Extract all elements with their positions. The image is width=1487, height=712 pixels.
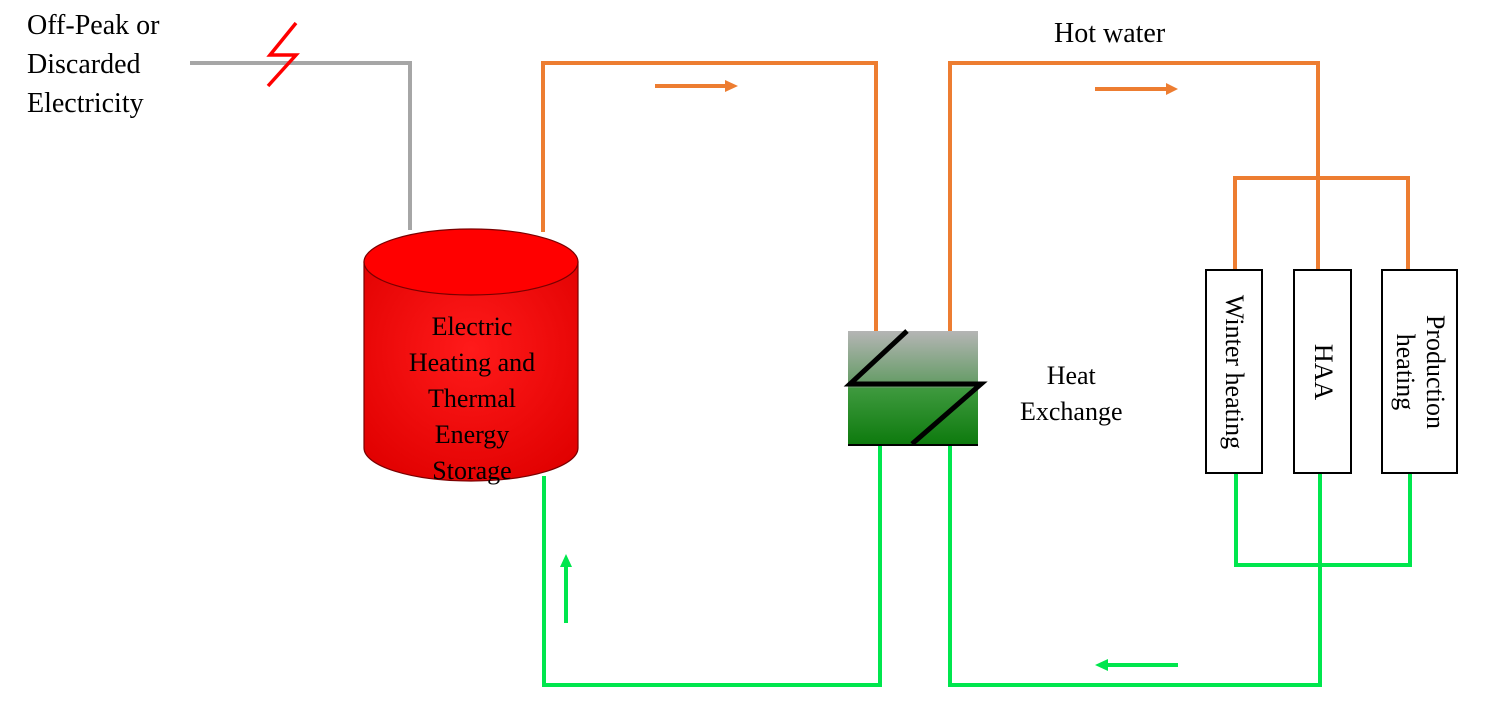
electricity-source-label: Off-Peak or Discarded Electricity: [27, 6, 159, 123]
electric-supply-line: [190, 61, 412, 230]
heat-exchanger-label: Heat Exchange: [1020, 358, 1123, 430]
consumer-label: Winter heating: [1220, 294, 1249, 449]
tank-label: Electric Heating and Thermal Energy Stor…: [392, 309, 552, 489]
consumer-label: Production heating: [1390, 314, 1450, 429]
cold-return-line-right: [948, 446, 1322, 687]
heat-exchanger: [843, 329, 988, 446]
flow-arrow-up-icon: [560, 554, 572, 623]
tank-label-line: Electric: [431, 312, 513, 341]
source-label-line: Discarded: [27, 49, 141, 80]
hot-water-label: Hot water: [1054, 18, 1166, 49]
thermal-storage-tank: [363, 228, 579, 482]
heat-exchanger-label-line: Heat: [1046, 361, 1096, 390]
tank-label-line: Storage: [432, 456, 512, 485]
hot-line-exchanger-to-consumers: [948, 61, 1320, 332]
tank-label-line: Energy: [434, 420, 510, 449]
tank-label-line: Thermal: [427, 384, 517, 413]
hot-water-flow-arrow-icon: [1095, 83, 1178, 95]
cold-branch-line: [1234, 474, 1412, 567]
consumer-production-heating: Production heating: [1381, 269, 1458, 474]
flow-arrow-left-icon: [1095, 659, 1178, 671]
hot-line-tank-to-exchanger: [541, 61, 878, 332]
hot-branch-line: [1233, 176, 1410, 270]
consumer-label: HAA: [1308, 343, 1338, 400]
flow-arrow-right-icon: [655, 80, 738, 92]
consumer-haa: HAA: [1293, 269, 1352, 474]
cold-return-line-left: [542, 446, 882, 687]
tank-label-line: Heating and: [408, 348, 536, 377]
heat-exchanger-label-line: Exchange: [1020, 397, 1123, 426]
lightning-icon: [266, 21, 300, 88]
consumer-winter-heating: Winter heating: [1205, 269, 1263, 474]
source-label-line: Electricity: [27, 88, 144, 119]
source-label-line: Off-Peak or: [27, 10, 160, 41]
